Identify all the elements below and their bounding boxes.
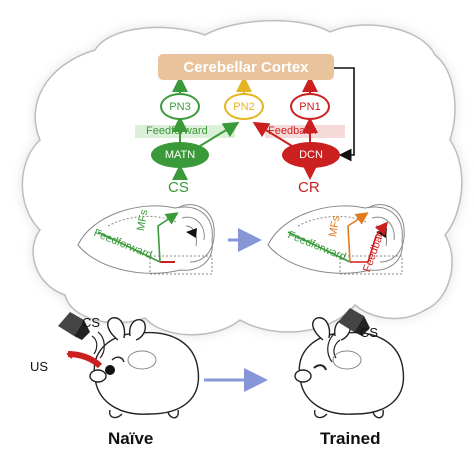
cerebellar-cortex-box: Cerebellar Cortex (158, 54, 334, 80)
mouse-left-us-label: US (30, 359, 49, 374)
feedforward-text: Feedforward (146, 125, 208, 137)
brain-right-pathways (287, 212, 389, 263)
feedback-band-label: Feedback (262, 125, 316, 138)
mouse-right-brain (332, 350, 362, 370)
pn2-label: PN2 (233, 100, 255, 113)
speaker-right-icon (327, 308, 370, 363)
dcn-label: DCN (299, 149, 323, 161)
naive-caption: Naïve (108, 429, 154, 448)
mouse-right-drawing (294, 317, 405, 419)
mouse-left-cs-label: CS (82, 315, 101, 330)
brain-left-pathways (97, 212, 179, 263)
pn2-node: PN2 (224, 93, 264, 120)
mouse-left-brain (127, 350, 157, 370)
mouse-left-drawing (89, 317, 200, 419)
trained-caption: Trained (320, 429, 381, 448)
pn1-label: PN1 (299, 100, 321, 113)
pn3-node: PN3 (160, 93, 200, 120)
us-airpuff (67, 351, 103, 369)
cr-label: CR (298, 179, 320, 196)
circuit-arrows (172, 67, 355, 180)
pn3-label: PN3 (169, 100, 191, 113)
brain-left-sketch (77, 204, 215, 275)
feedforward-band-label: Feedforward (140, 125, 208, 138)
pn1-node: PN1 (290, 93, 330, 120)
dcn-node: DCN (282, 142, 340, 168)
matn-node: MATN (151, 142, 209, 168)
mouse-right-cs-label: CS (360, 325, 379, 340)
brain-cloud (21, 19, 463, 336)
mouse-left-eye (105, 365, 115, 375)
matn-label: MATN (164, 149, 196, 161)
feedback-text: Feedback (268, 125, 317, 137)
cerebellar-cortex-label: Cerebellar Cortex (183, 58, 309, 76)
speaker-left-icon (58, 312, 105, 359)
cs-label: CS (168, 179, 189, 196)
